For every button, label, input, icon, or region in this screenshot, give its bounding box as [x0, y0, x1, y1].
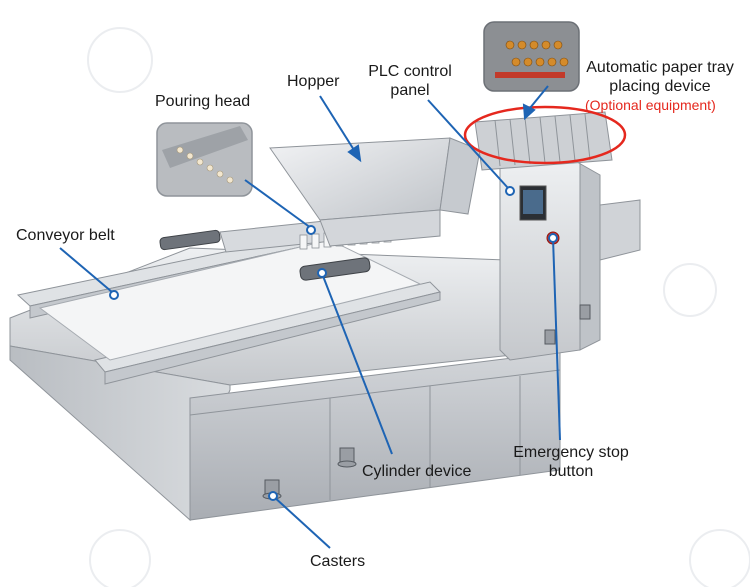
pouring-head-inset-photo — [156, 122, 253, 197]
callout-lines — [59, 85, 561, 549]
label-conveyor-belt: Conveyor belt — [16, 227, 115, 244]
label-estop-line2: button — [548, 463, 594, 480]
label-casters: Casters — [310, 553, 366, 570]
label-pouring-head: Pouring head — [155, 93, 251, 110]
paper-tray-device — [474, 111, 613, 171]
label-emergency-stop-button: Emergency stop button — [500, 443, 642, 481]
label-plc-control-panel: PLC control panel — [360, 62, 460, 100]
label-tray-line1: Automatic paper tray — [586, 59, 734, 76]
label-plc-line2: panel — [390, 82, 430, 99]
label-optional-equipment: (Optional equipment) — [585, 97, 716, 113]
hopper — [269, 137, 481, 247]
conveyor-rails — [16, 229, 441, 385]
label-paper-tray-device: Automatic paper tray placing device — [575, 58, 745, 96]
label-plc-line1: PLC control — [368, 63, 452, 80]
label-estop-line1: Emergency stop — [513, 444, 629, 461]
label-tray-line2: placing device — [609, 78, 711, 95]
control-tower — [499, 157, 641, 361]
label-cylinder-device: Cylinder device — [362, 463, 472, 480]
label-hopper: Hopper — [287, 73, 340, 90]
paper-tray-inset-photo — [483, 21, 580, 92]
optional-equipment-highlight — [463, 105, 627, 165]
